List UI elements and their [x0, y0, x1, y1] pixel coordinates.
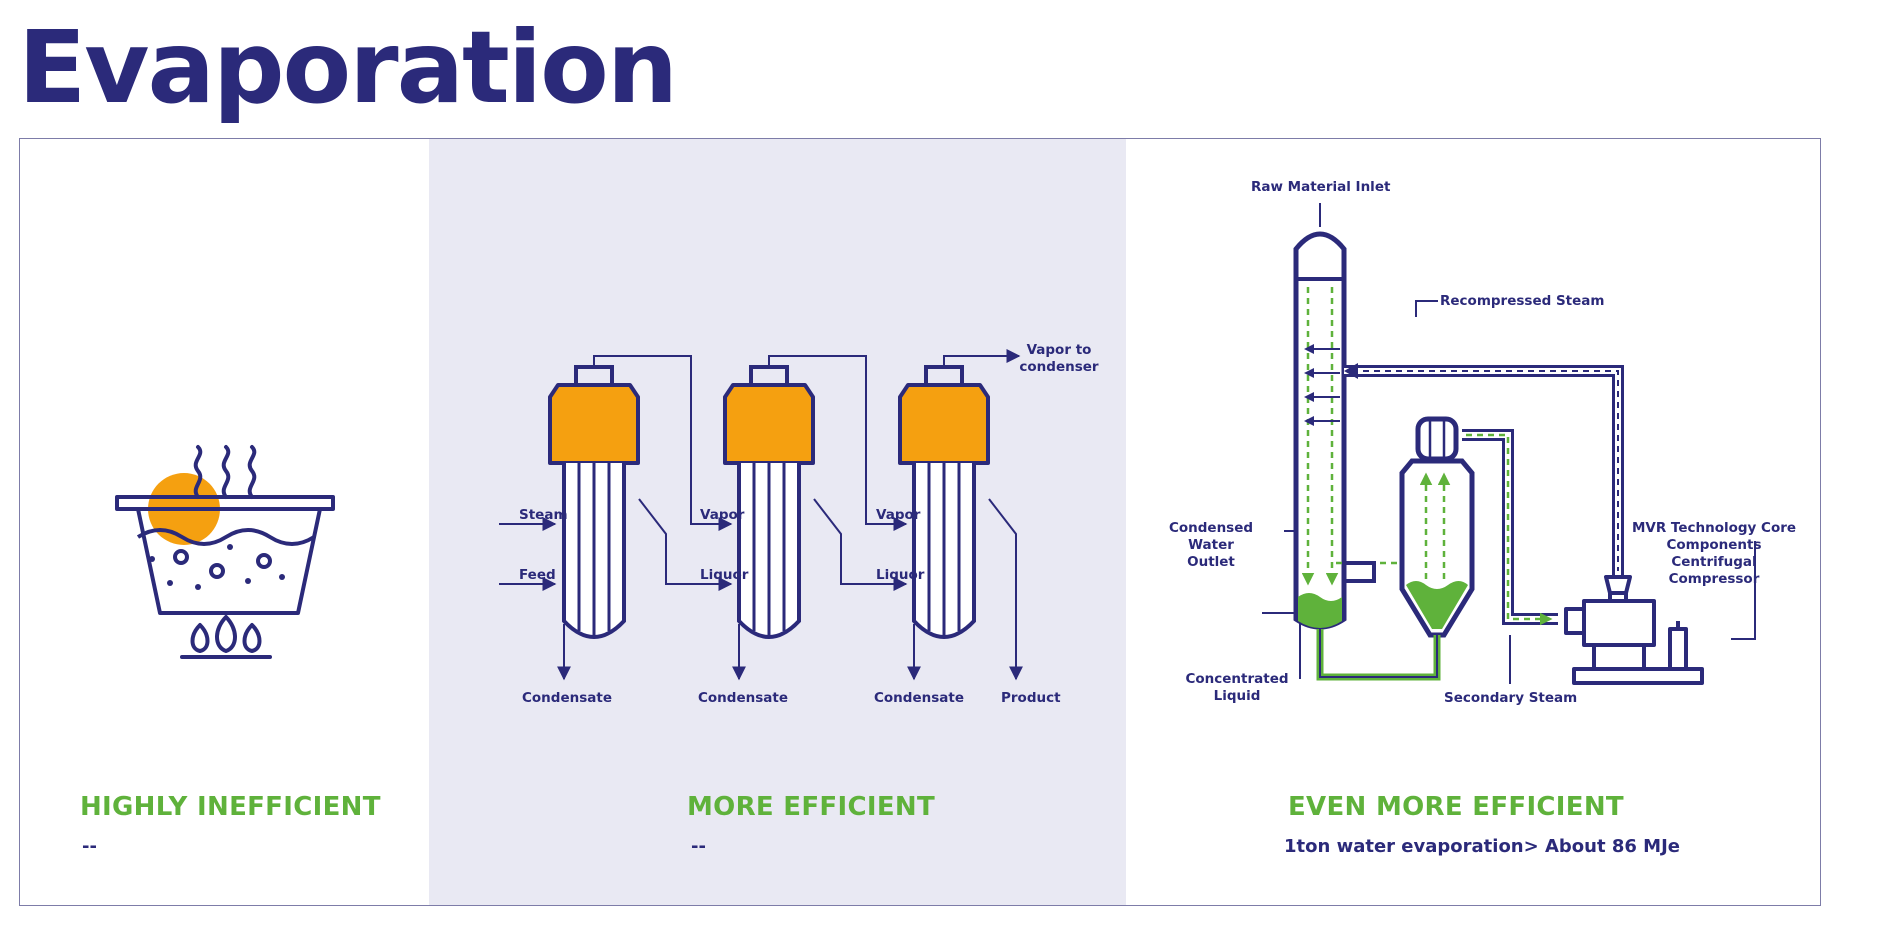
label-liquor-2: Liquor [876, 567, 925, 583]
label-vapor-to-condenser: Vapor to condenser [1019, 342, 1099, 375]
separator-cap-icon [1415, 416, 1459, 462]
flow-lines [499, 349, 1023, 681]
label-mvr-compressor: MVR Technology Core Components Centrifug… [1631, 520, 1797, 587]
flame-icon [190, 615, 262, 653]
panel-more-efficient: Steam Feed Vapor Vapor Liquor Liquor Con… [429, 139, 1126, 905]
label-raw-material-inlet: Raw Material Inlet [1251, 179, 1391, 195]
boiling-pot-illustration [115, 445, 335, 659]
label-condensate-3: Condensate [874, 690, 964, 706]
label-liquor-1: Liquor [700, 567, 749, 583]
panel-even-more-efficient: Raw Material Inlet Recompressed Steam Co… [1126, 139, 1820, 905]
label-steam: Steam [519, 507, 568, 523]
label-condensed-water-outlet: Condensed Water Outlet [1168, 520, 1254, 570]
label-product: Product [1001, 690, 1061, 706]
panel-1-subline: -- [82, 836, 97, 857]
panel-3-headline: EVEN MORE EFFICIENT [1288, 792, 1624, 822]
label-condensate-1: Condensate [522, 690, 612, 706]
page-title: Evaporation [18, 9, 678, 126]
multi-effect-evaporator-diagram [499, 349, 1023, 681]
evaporator-1-icon [548, 365, 640, 639]
mvr-evaporator-diagram [1262, 203, 1756, 685]
label-secondary-steam: Secondary Steam [1444, 690, 1578, 706]
concentrated-liquid-pool [1298, 593, 1342, 628]
pot-icon [115, 495, 335, 615]
evaporator-3-icon [898, 365, 990, 639]
label-vapor-2: Vapor [876, 507, 921, 523]
evaporator-2-icon [723, 365, 815, 639]
label-feed: Feed [519, 567, 556, 583]
panel-1-headline: HIGHLY INEFFICIENT [80, 792, 381, 822]
label-condensate-2: Condensate [698, 690, 788, 706]
centrifugal-compressor-icon [1564, 575, 1704, 685]
recompressed-arrows [1304, 344, 1340, 426]
panel-highly-inefficient: HIGHLY INEFFICIENT -- [20, 139, 429, 905]
panel-2-headline: MORE EFFICIENT [687, 792, 935, 822]
label-concentrated-liquid: Concentrated Liquid [1185, 671, 1289, 704]
dots-icon [149, 544, 285, 590]
main-column-icon [1293, 231, 1347, 630]
panel-3-subline: 1ton water evaporation> About 86 MJe [1284, 836, 1680, 857]
comparison-frame: HIGHLY INEFFICIENT -- [19, 138, 1821, 906]
label-recompressed-steam: Recompressed Steam [1440, 293, 1605, 309]
steam-wisps-icon [193, 445, 257, 499]
panel-2-subline: -- [691, 836, 706, 857]
label-vapor-1: Vapor [700, 507, 745, 523]
recompressed-steam-pipe [1344, 365, 1624, 577]
